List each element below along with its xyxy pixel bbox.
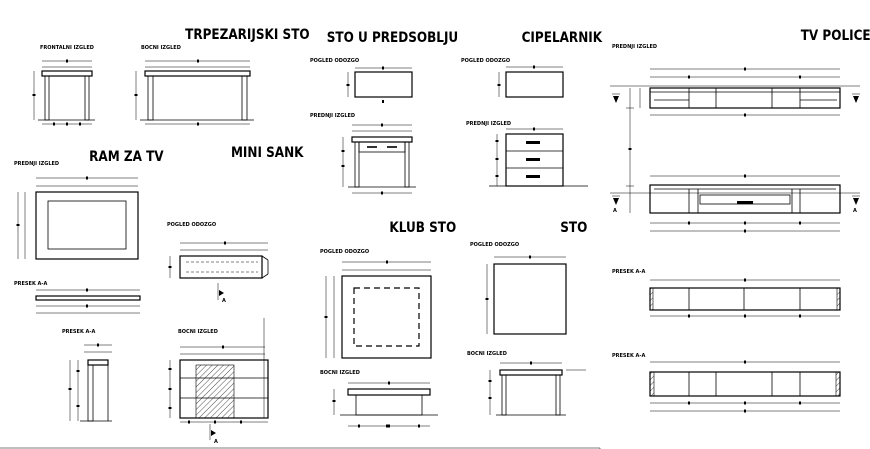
title-trpezarijski-sto: TRPEZARIJSKI STO — [185, 27, 310, 43]
title-sto: STO — [560, 220, 587, 236]
section-marker-a-bar-top: A — [222, 298, 226, 304]
label-pogled-odozgo-shoe: POGLED ODOZGO — [461, 58, 510, 64]
label-pogled-odozgo-coffee: POGLED ODOZGO — [320, 249, 369, 255]
cipelarnik-group: CIPELARNIK POGLED ODOZGO PREDNJI IZGLED — [461, 30, 603, 187]
section-marker-a-left: A — [613, 208, 617, 214]
label-pogled-odozgo-hall: POGLED ODOZGO — [310, 58, 359, 64]
shoe-cabinet-top-view — [497, 65, 564, 98]
table-top-view — [485, 255, 567, 335]
tv-police-group: TV POLICE PREDNJI IZGLED PRESEK A-A PRES… — [610, 28, 870, 413]
sto-u-predsoblju-group: STO U PREDSOBLJU POGLED ODOZGO PREDNJI I… — [310, 30, 459, 195]
label-bocni-izgled-bar: BOCNI IZGLED — [178, 329, 218, 335]
label-presek-a-a-frame-2: PRESEK A-A — [62, 329, 96, 335]
label-presek-a-a-frame: PRESEK A-A — [14, 281, 48, 287]
tv-frame-side-section — [68, 343, 112, 422]
label-bocni-izgled-table: BOCNI IZGLED — [467, 351, 507, 357]
table-side-view — [488, 361, 586, 416]
shoe-cabinet-front-view — [489, 127, 588, 187]
label-prednji-izgled-frame: PREDNJI IZGLED — [14, 161, 59, 167]
mini-bar-top-view: A — [168, 241, 269, 304]
label-frontalni-izgled: FRONTALNI IZGLED — [40, 45, 94, 51]
title-cipelarnik: CIPELARNIK — [522, 30, 603, 46]
label-pogled-odozgo-bar: POGLED ODOZGO — [167, 222, 216, 228]
tv-frame-section — [35, 288, 141, 314]
coffee-table-top-view — [324, 260, 432, 359]
dining-table-front-view — [32, 59, 95, 126]
title-klub-sto: KLUB STO — [389, 220, 456, 236]
mini-sank-group: MINI SANK POGLED ODOZGO BOCNI IZGLED A — [167, 145, 304, 445]
title-ram-za-tv: RAM ZA TV — [89, 149, 164, 165]
mini-bar-side-view: A — [168, 318, 269, 445]
title-sto-u-predsoblju: STO U PREDSOBLJU — [327, 30, 459, 46]
tv-unit-lower-cabinet: A A — [610, 174, 860, 233]
sto-group: STO POGLED ODOZGO BOCNI IZGLED — [467, 220, 587, 416]
title-tv-police: TV POLICE — [801, 28, 870, 44]
label-bocni-izgled-coffee: BOCNI IZGLED — [320, 370, 360, 376]
coffee-table-side-view — [332, 381, 438, 428]
label-presek-a-a-tv-1: PRESEK A-A — [612, 269, 646, 275]
tv-frame-front-view — [16, 176, 139, 260]
hall-table-top-view — [346, 66, 413, 103]
dining-table-side-view — [134, 59, 254, 126]
tv-unit-section-2 — [649, 360, 841, 413]
trpezarijski-sto-group: TRPEZARIJSKI STO FRONTALNI IZGLED BOCNI … — [32, 27, 310, 126]
label-presek-a-a-tv-2: PRESEK A-A — [612, 353, 646, 359]
section-marker-a-bar-side: A — [214, 439, 218, 445]
label-prednji-izgled-shoe: PREDNJI IZGLED — [466, 121, 511, 127]
section-marker-a-right: A — [853, 208, 857, 214]
klub-sto-group: KLUB STO POGLED ODOZGO BOCNI IZGLED — [320, 220, 456, 428]
tv-unit-vertical-dimension — [626, 88, 634, 213]
label-prednji-izgled-tv: PREDNJI IZGLED — [612, 44, 657, 50]
title-mini-sank: MINI SANK — [231, 145, 304, 161]
tv-unit-section-1 — [649, 278, 841, 318]
ram-za-tv-group: RAM ZA TV PREDNJI IZGLED PRESEK A-A PRES… — [14, 149, 164, 422]
label-pogled-odozgo-table: POGLED ODOZGO — [470, 242, 519, 248]
hall-table-front-view — [341, 123, 416, 195]
label-prednji-izgled-hall: PREDNJI IZGLED — [310, 113, 355, 119]
label-bocni-izgled: BOCNI IZGLED — [141, 45, 181, 51]
tv-unit-upper-shelf — [610, 67, 860, 117]
